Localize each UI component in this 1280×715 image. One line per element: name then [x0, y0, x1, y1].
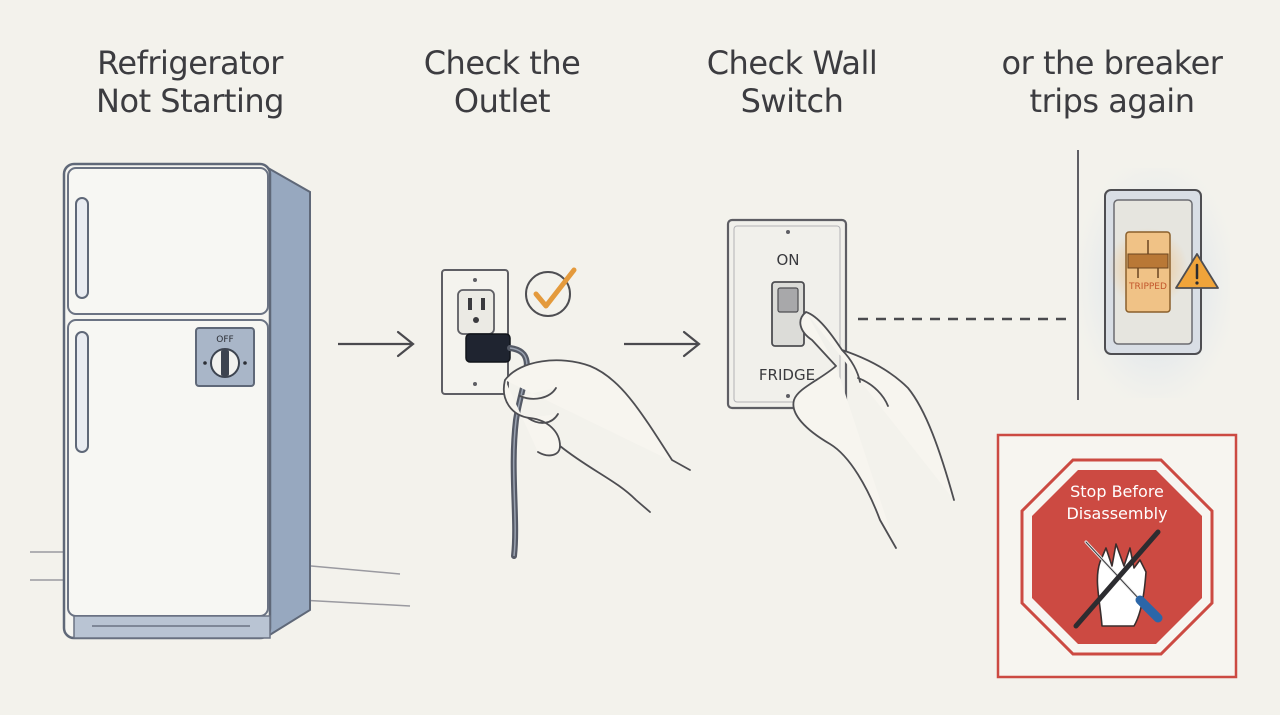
step-title-line: Switch: [740, 82, 844, 120]
tripped-label: TRIPPED: [1128, 282, 1167, 292]
step-title-line: Not Starting: [96, 82, 284, 120]
check-mark-icon: [525, 267, 577, 317]
power-plug: [465, 333, 530, 559]
breaker-panel: TRIPPED: [1077, 150, 1230, 400]
step-title-outlet: Check the Outlet: [372, 44, 632, 120]
hand-pressing-switch: [792, 311, 955, 549]
step-title-refrigerator: Refrigerator Not Starting: [60, 44, 320, 120]
step-title-line: Refrigerator: [97, 44, 283, 82]
right-arrow-icon: [338, 330, 415, 358]
hand-holding-plug: [503, 359, 691, 513]
refrigerator: OFF: [30, 162, 411, 640]
tripped-breaker: [1125, 231, 1171, 313]
stop-sign-line: Stop Before: [1070, 482, 1164, 501]
right-arrow-icon: [624, 330, 701, 358]
switch-fridge-label: FRIDGE: [759, 366, 815, 384]
step-title-line: trips again: [1029, 82, 1195, 120]
wall-outlet: [441, 269, 509, 395]
switch-on-label: ON: [776, 251, 799, 269]
step-title-line: Outlet: [453, 82, 551, 120]
no-screwdriver-icon: [1073, 529, 1163, 629]
step-title-line: Check Wall: [706, 44, 878, 82]
stop-sign-line: Disassembly: [1066, 504, 1167, 523]
warning-triangle-icon: [1175, 253, 1219, 289]
step-title-wall-switch: Check Wall Switch: [662, 44, 922, 120]
stop-before-disassembly-warning: Stop Before Disassembly: [996, 433, 1238, 679]
step-title-breaker: or the breaker trips again: [982, 44, 1242, 120]
step-title-line: Check the: [423, 44, 581, 82]
dial-off-label: OFF: [216, 335, 233, 345]
step-title-line: or the breaker: [1001, 44, 1223, 82]
